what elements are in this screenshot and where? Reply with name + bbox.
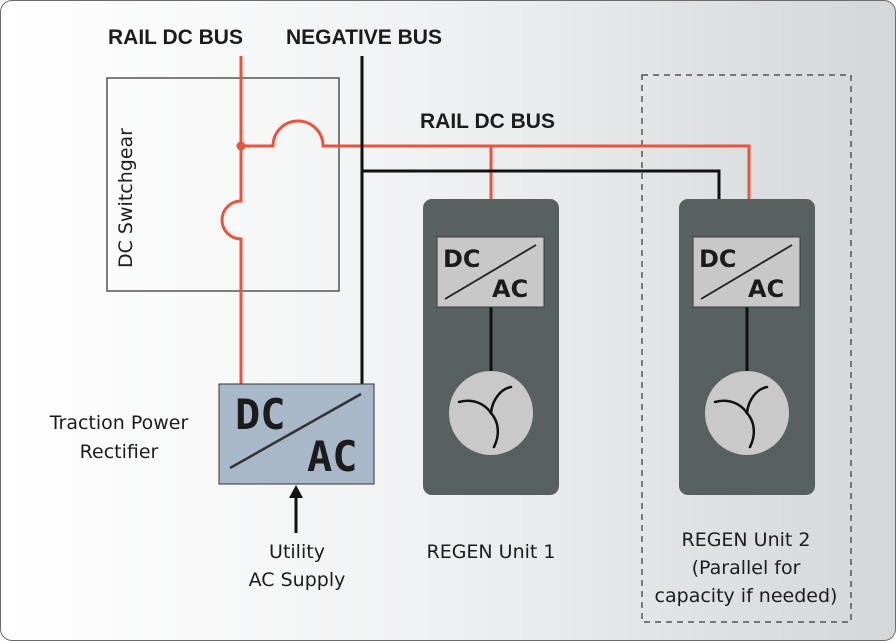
rail-dc-bus-mid-label: RAIL DC BUS [420,110,555,133]
rectifier-ac-text: AC [307,432,358,481]
rail-bus-junction-dot [236,141,246,151]
traction-rectifier-label-line1: Traction Power [49,412,189,434]
rectifier-dc-text: DC [235,390,286,439]
arrow-up-icon [289,485,303,533]
fan-turbine-icon [705,371,789,455]
rail-dc-bus-top-label: RAIL DC BUS [108,26,243,49]
regen2-label-line3: capacity if needed) [655,585,838,607]
regen2-dashed-boundary [641,74,852,623]
traction-rectifier-label-line2: Rectifier [80,441,159,463]
regen2-converter-divider [700,244,793,300]
rectifier-divider [229,392,362,470]
negative-bus-label: NEGATIVE BUS [286,26,442,49]
regen1-label: REGEN Unit 1 [427,541,556,563]
regen2-dc-text: DC [699,245,737,273]
fan-turbine-icon [449,371,533,455]
dc-switchgear-box [106,77,340,292]
regen2-label-line1: REGEN Unit 2 [682,529,811,551]
regen1-converter-divider [444,244,537,300]
regen1-ac-text: AC [492,275,528,303]
regen2-label-line2: (Parallel for [692,557,801,579]
regen1-dc-text: DC [443,245,481,273]
regen2-ac-text: AC [748,275,784,303]
negative-bus-wiring [360,56,721,384]
utility-label-line2: AC Supply [249,569,346,591]
utility-label-line1: Utility [269,541,325,563]
dc-switchgear-label: DC Switchgear [115,128,137,268]
